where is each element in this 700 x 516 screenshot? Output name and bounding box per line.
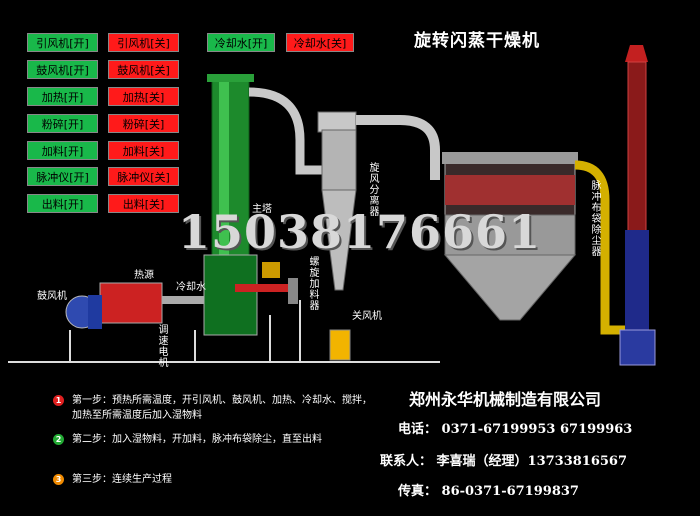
discharge-on-button[interactable]: 出料[开] [27, 194, 98, 213]
main-tower-label: 主塔 [252, 204, 272, 215]
bag-filter-label: 脉冲布袋除尘器 [591, 181, 602, 258]
pulse-off-button[interactable]: 脉冲仪[关] [108, 167, 179, 186]
cyclone-label: 旋风分离器 [369, 163, 380, 218]
blower-off-button[interactable]: 鼓风机[关] [108, 60, 179, 79]
bag-filter [442, 152, 578, 321]
step-2-badge: 2 [53, 434, 64, 445]
screw-feeder-label: 螺旋加料器 [309, 257, 320, 312]
blower-on-button[interactable]: 鼓风机[开] [27, 60, 98, 79]
company-contact: 联系人： 李喜瑞（经理）13733816567 [380, 454, 628, 469]
page-title: 旋转闪蒸干燥机 [414, 31, 540, 51]
heating-off-button[interactable]: 加热[关] [108, 87, 179, 106]
exhaust-duct [574, 160, 630, 335]
exhaust-stack [619, 45, 656, 366]
step-2-text: 第二步：加入湿物料，开加料，脉冲布袋除尘，直至出料 [72, 434, 322, 445]
step-1-line-2: 加热至所需温度后加入湿物料 [72, 410, 202, 421]
cooling-water-label: 冷却水 [176, 282, 206, 293]
step-3-badge: 3 [53, 474, 64, 485]
blower-label: 鼓风机 [37, 291, 67, 302]
phone-banner: 15038176661 [178, 205, 542, 259]
heat-source-label: 热源 [134, 270, 154, 281]
crush-on-button[interactable]: 粉碎[开] [27, 114, 98, 133]
base-frame [8, 300, 440, 363]
heat-source-unit [65, 282, 204, 329]
cooling-water-on-button[interactable]: 冷却水[开] [207, 33, 275, 52]
tower-outlet-duct [248, 87, 322, 175]
speed-motor-label: 调速电机 [158, 325, 169, 369]
step-1-line-1: 第一步：预热所需温度，开引风机、鼓风机、加热、冷却水、搅拌， [72, 395, 372, 406]
cyclone-outlet-duct [356, 115, 440, 180]
feed-off-button[interactable]: 加料[关] [108, 141, 179, 160]
pulse-on-button[interactable]: 脉冲仪[开] [27, 167, 98, 186]
induced-fan-off-button[interactable]: 引风机[关] [108, 33, 179, 52]
crush-off-button[interactable]: 粉碎[关] [108, 114, 179, 133]
company-name: 郑州永华机械制造有限公司 [409, 390, 602, 409]
step-3-text: 第三步：连续生产过程 [72, 474, 172, 485]
cooling-water-off-button[interactable]: 冷却水[关] [286, 33, 354, 52]
screw-feeder-unit [235, 262, 298, 304]
heating-on-button[interactable]: 加热[开] [27, 87, 98, 106]
shutoff-fan-label: 关风机 [352, 311, 382, 322]
company-fax: 传真： 86-0371-67199837 [398, 484, 579, 499]
discharge-off-button[interactable]: 出料[关] [108, 194, 179, 213]
cyclone-separator [317, 111, 357, 361]
induced-fan-on-button[interactable]: 引风机[开] [27, 33, 98, 52]
company-phone: 电话： 0371-67199953 67199963 [398, 422, 633, 437]
feed-on-button[interactable]: 加料[开] [27, 141, 98, 160]
step-1-badge: 1 [53, 395, 64, 406]
